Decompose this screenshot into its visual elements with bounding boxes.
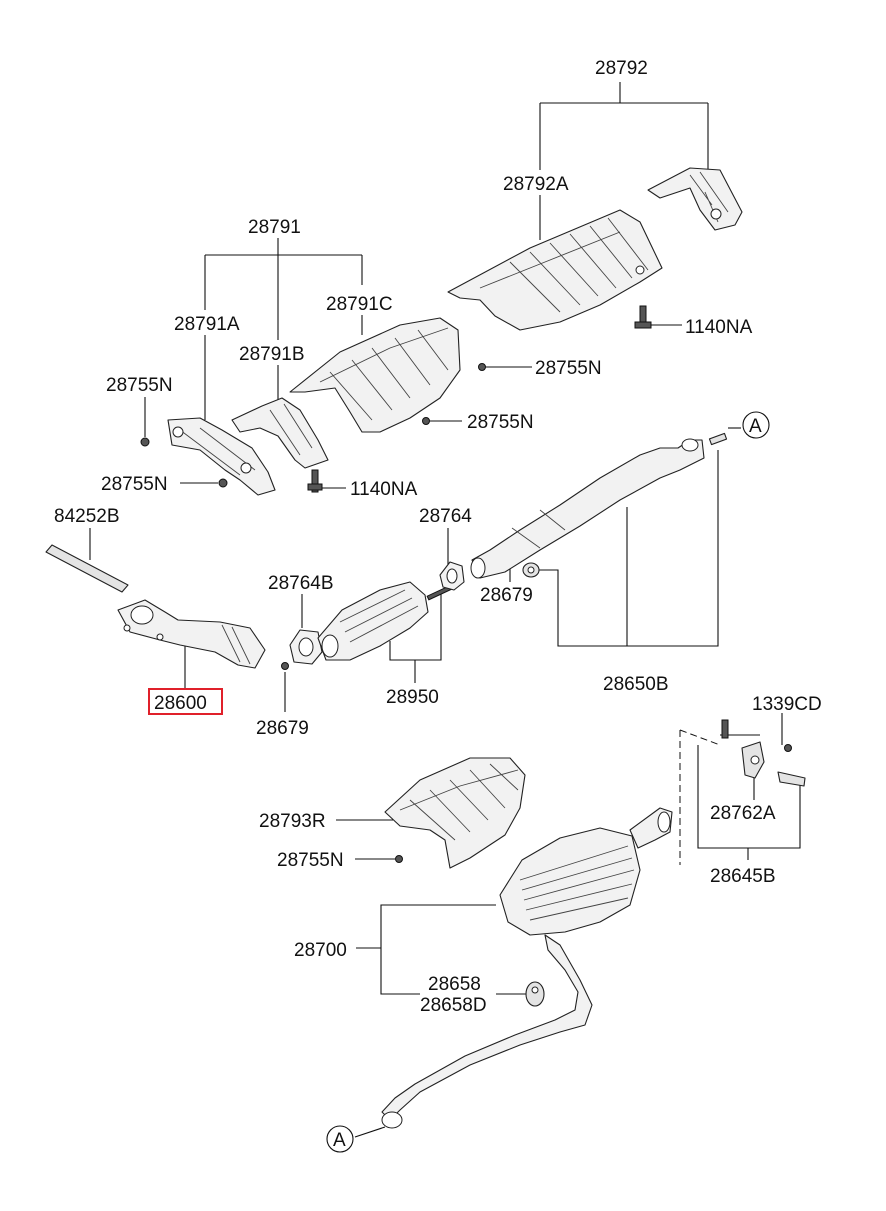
label-28658: 28658 <box>428 974 481 995</box>
label-28755N-top: 28755N <box>535 358 602 379</box>
label-28950: 28950 <box>386 687 439 708</box>
gasket-28764B <box>289 629 323 665</box>
label-1339CD: 1339CD <box>752 694 822 715</box>
label-1140NA-top: 1140NA <box>685 317 753 338</box>
label-28764: 28764 <box>419 506 472 527</box>
label-84252B: 84252B <box>54 506 120 527</box>
hanger-28658 <box>525 981 545 1007</box>
label-28650B: 28650B <box>603 674 669 695</box>
heat-shield-28791A <box>167 417 276 496</box>
strip-84252B <box>45 544 129 593</box>
label-28679-right: 28679 <box>480 585 533 606</box>
rear-muffler-28700 <box>381 807 673 1129</box>
circle-marker-a-bottom <box>326 1125 354 1153</box>
label-28791: 28791 <box>248 217 301 238</box>
label-28791C: 28791C <box>326 294 393 315</box>
leader-lines <box>89 82 801 1138</box>
nut-28755N-bottom <box>395 855 403 863</box>
heat-shield-28791B <box>231 397 329 469</box>
label-A-bottom: A <box>333 1130 346 1151</box>
label-28791A: 28791A <box>174 314 240 335</box>
label-28792A: 28792A <box>503 174 569 195</box>
label-28791B: 28791B <box>239 344 305 365</box>
gasket-28764 <box>439 561 465 591</box>
heat-shield-28792A <box>447 209 663 331</box>
label-28755N-left2: 28755N <box>101 474 168 495</box>
label-28764B: 28764B <box>268 573 334 594</box>
hanger-28650B <box>522 562 540 578</box>
circle-marker-a-top <box>742 411 770 439</box>
heat-shield-28793R <box>384 757 526 869</box>
label-28600: 28600 <box>154 693 207 714</box>
label-28755N-mid: 28755N <box>467 412 534 433</box>
catalytic-converter-28950 <box>317 581 455 661</box>
heat-shield-28792-bracket <box>647 167 743 231</box>
fasteners-upper <box>140 305 652 493</box>
label-28755N-bottom: 28755N <box>277 850 344 871</box>
label-28793R: 28793R <box>259 811 326 832</box>
hanger-28762A <box>721 719 806 787</box>
highlight-box-28600 <box>148 688 223 715</box>
label-A-top: A <box>749 416 762 437</box>
center-muffler-28650B <box>470 432 728 579</box>
label-28679-left: 28679 <box>256 718 309 739</box>
label-28762A: 28762A <box>710 803 776 824</box>
label-28755N-left: 28755N <box>106 375 173 396</box>
label-28792: 28792 <box>595 58 648 79</box>
nut-28679-left <box>281 662 289 670</box>
label-1140NA-mid: 1140NA <box>350 479 418 500</box>
heat-shield-28791C <box>289 317 461 433</box>
label-28645B: 28645B <box>710 866 776 887</box>
label-28658D: 28658D <box>420 995 487 1016</box>
front-pipe-28600 <box>117 599 266 669</box>
part-labels: 28792 28792A 28791 28791C 28791A 28791B … <box>54 58 822 1151</box>
label-28700: 28700 <box>294 940 347 961</box>
